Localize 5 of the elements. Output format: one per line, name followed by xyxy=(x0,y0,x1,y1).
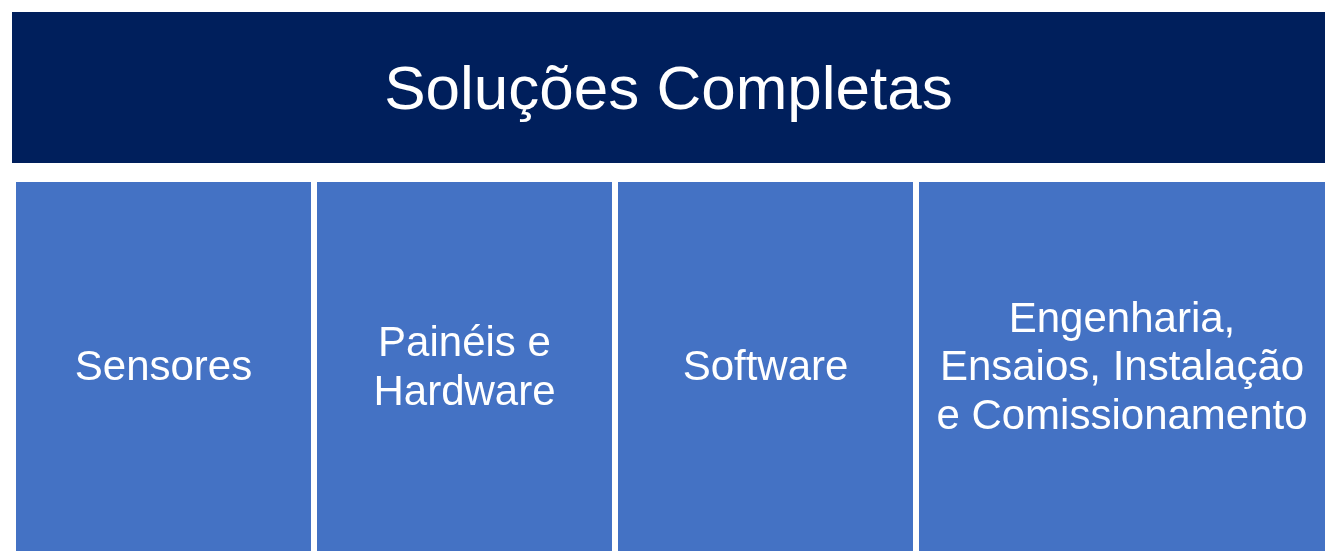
category-panel: Software xyxy=(618,182,913,551)
title-banner: Soluções Completas xyxy=(12,12,1325,163)
category-panel: Painéis e Hardware xyxy=(317,182,612,551)
category-panel: Engenharia, Ensaios, Instalação e Comissionamento xyxy=(919,182,1325,551)
category-panel: Sensores xyxy=(16,182,311,551)
